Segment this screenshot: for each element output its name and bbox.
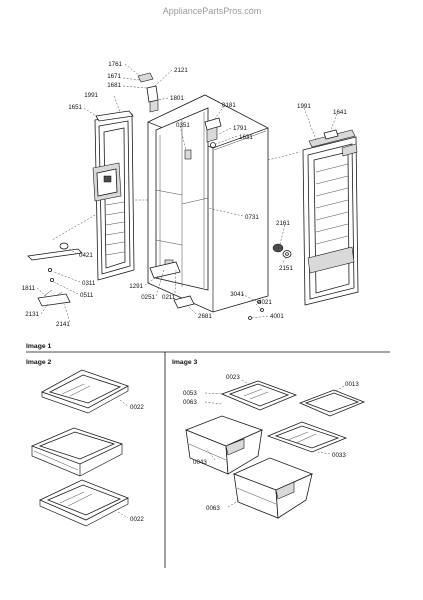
part-label: 0033 bbox=[332, 452, 346, 459]
refrigerator-cabinet bbox=[147, 94, 269, 313]
crisper-drawer-right bbox=[232, 457, 314, 519]
part-label: 0022 bbox=[130, 516, 144, 523]
part-label: 0421 bbox=[79, 252, 93, 259]
part-label: 1791 bbox=[233, 125, 247, 132]
part-label: 2681 bbox=[198, 313, 212, 320]
image1-labels: 1761 1671 1681 2121 1991 1801 1651 0181 … bbox=[22, 61, 348, 328]
part-label: 1991 bbox=[84, 92, 98, 99]
part-label: 0211 bbox=[162, 294, 176, 301]
image2-caption: Image 2 bbox=[26, 359, 52, 366]
crisper-glass bbox=[298, 389, 366, 417]
part-label: 1761 bbox=[108, 61, 122, 68]
image1-caption: Image 1 bbox=[26, 343, 52, 350]
part-label: 2131 bbox=[25, 311, 39, 318]
part-label: 4021 bbox=[258, 299, 272, 306]
part-label: 1291 bbox=[129, 283, 143, 290]
part-label: 2151 bbox=[279, 265, 293, 272]
bottom-hinge bbox=[27, 242, 83, 307]
glass-shelf-top bbox=[41, 369, 129, 414]
crisper-cover-frame bbox=[220, 380, 298, 411]
image3-leaders bbox=[204, 379, 345, 508]
part-label: 1631 bbox=[239, 134, 253, 141]
part-label: 0251 bbox=[141, 294, 155, 301]
image1-leaders bbox=[36, 63, 338, 323]
part-label: 1811 bbox=[22, 285, 36, 292]
wire-shelf-middle bbox=[30, 427, 124, 477]
part-label: 0311 bbox=[82, 280, 96, 287]
part-label: 3041 bbox=[230, 291, 244, 298]
part-label: 0063 bbox=[183, 399, 197, 406]
crisper-drawer-left bbox=[184, 415, 264, 475]
part-label: 2141 bbox=[56, 321, 70, 328]
top-hinges bbox=[137, 72, 222, 148]
part-label: 4001 bbox=[270, 313, 284, 320]
part-label: 1991 bbox=[297, 103, 311, 110]
part-label: 1651 bbox=[68, 104, 82, 111]
image3-caption: Image 3 bbox=[172, 359, 198, 366]
part-label: 1801 bbox=[170, 95, 184, 102]
part-label: 0053 bbox=[183, 390, 197, 397]
door-stops bbox=[248, 243, 292, 320]
part-label: 0013 bbox=[345, 381, 359, 388]
image3-drawing: 0023 0013 0053 0063 0043 0033 0063 bbox=[183, 374, 366, 519]
part-label: 1681 bbox=[107, 82, 121, 89]
freezer-door bbox=[92, 110, 135, 281]
part-label: 0181 bbox=[222, 102, 236, 109]
image1-drawing: 1761 1671 1681 2121 1991 1801 1651 0181 … bbox=[22, 61, 359, 328]
glass-shelf-bottom bbox=[39, 479, 129, 527]
part-label: 2121 bbox=[174, 67, 188, 74]
part-label: 0023 bbox=[226, 374, 240, 381]
part-label: 1671 bbox=[107, 73, 121, 80]
part-label: 1641 bbox=[333, 109, 347, 116]
part-label: 0022 bbox=[130, 404, 144, 411]
crisper-cover-lower bbox=[266, 421, 348, 453]
part-label: 0511 bbox=[80, 292, 94, 299]
part-label: 2161 bbox=[276, 220, 290, 227]
part-label: 0063 bbox=[206, 505, 220, 512]
image2-drawing: 0022 0022 bbox=[30, 369, 144, 527]
part-label: 0351 bbox=[176, 122, 190, 129]
part-label: 0731 bbox=[245, 214, 259, 221]
fresh-food-door bbox=[302, 129, 359, 306]
watermark-text: AppliancePartsPros.com bbox=[163, 6, 262, 16]
part-label: 0043 bbox=[193, 459, 207, 466]
